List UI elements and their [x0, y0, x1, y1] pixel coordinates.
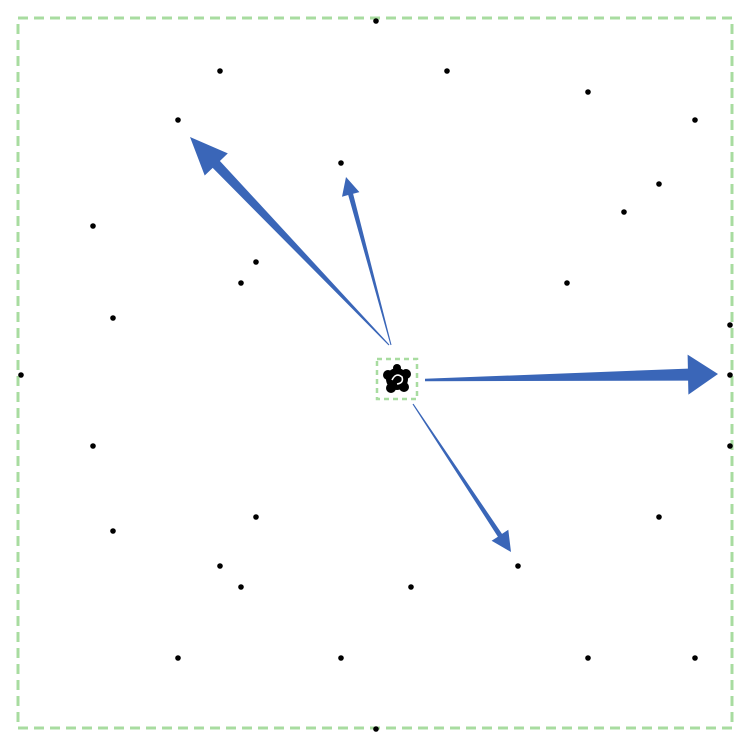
- dot: [110, 528, 116, 534]
- dot: [253, 514, 259, 520]
- dot: [217, 563, 223, 569]
- dot: [564, 280, 570, 286]
- dot: [727, 443, 733, 449]
- dot: [585, 89, 591, 95]
- dot: [515, 563, 521, 569]
- dot: [338, 655, 344, 661]
- arrow-upper-left: [190, 137, 390, 346]
- dot: [110, 315, 116, 321]
- arrow-up: [342, 177, 392, 346]
- dots-layer: [18, 18, 733, 732]
- dot: [175, 655, 181, 661]
- dot: [585, 655, 591, 661]
- dot: [373, 18, 379, 24]
- blob-cluster-icon: [383, 364, 411, 393]
- dot: [253, 259, 259, 265]
- dot: [238, 280, 244, 286]
- dot: [238, 584, 244, 590]
- dot: [656, 514, 662, 520]
- dot: [217, 68, 223, 74]
- dot: [175, 117, 181, 123]
- dot: [692, 655, 698, 661]
- dot: [18, 372, 24, 378]
- dot: [373, 726, 379, 732]
- dot: [444, 68, 450, 74]
- dot: [727, 372, 733, 378]
- dot: [621, 209, 627, 215]
- dot: [408, 584, 414, 590]
- dot: [90, 223, 96, 229]
- arrow-lower-right: [412, 403, 511, 552]
- center-node: [375, 357, 419, 401]
- dot: [656, 181, 662, 187]
- arrow-right: [425, 354, 718, 395]
- center-frame: [375, 357, 419, 401]
- dot: [338, 160, 344, 166]
- dot: [90, 443, 96, 449]
- dot: [727, 322, 733, 328]
- blob-highlight: [391, 374, 404, 385]
- dot: [692, 117, 698, 123]
- arrows-layer: [190, 137, 718, 552]
